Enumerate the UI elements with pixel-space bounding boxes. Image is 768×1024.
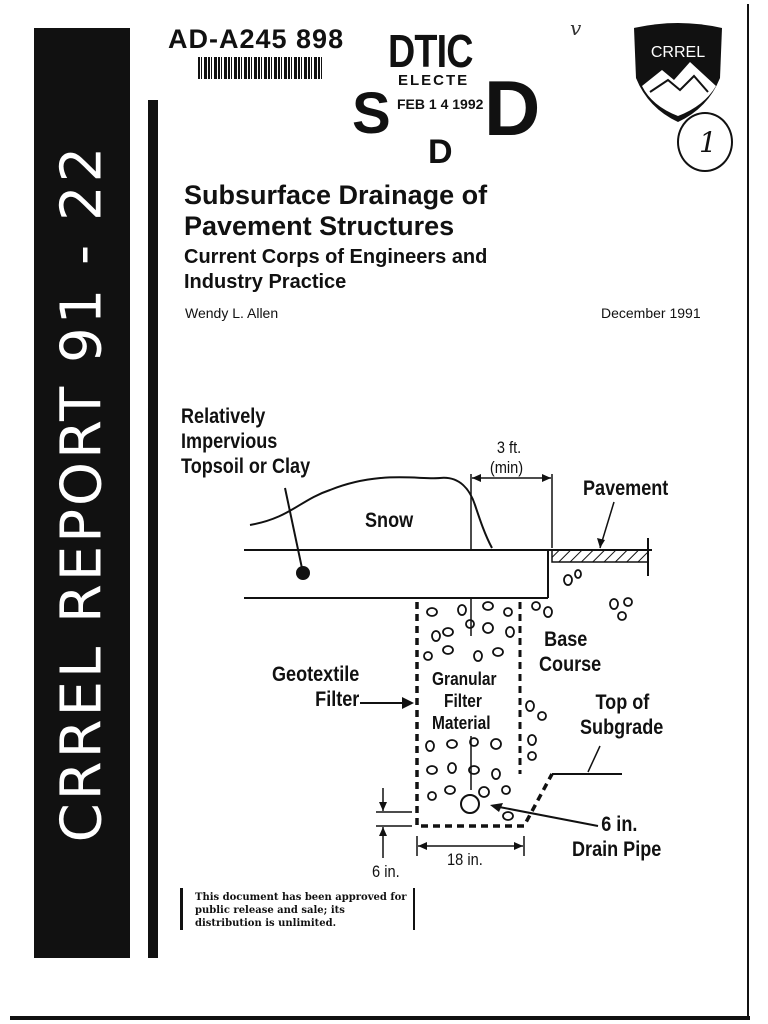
handwritten-number: 1: [699, 126, 717, 159]
label-subgrade-line-1: Top of: [595, 691, 650, 714]
label-base-course-line-2: Course: [539, 653, 602, 676]
label-granular-line-2: Filter: [444, 691, 482, 711]
label-pavement: Pavement: [583, 477, 669, 500]
dim-3ft-arrows: [472, 474, 551, 482]
geotextile-filter-outline: [415, 602, 554, 828]
label-topsoil-line-2: Impervious: [181, 430, 278, 453]
dtic-stamp-electe: ELECTE: [398, 72, 470, 89]
dim-6in-arrows: [379, 802, 387, 836]
barcode: [198, 57, 324, 79]
report-spine-band: [34, 28, 130, 958]
drain-pipe-leader-line: [493, 805, 599, 827]
ad-number: AD-A245 898: [168, 24, 345, 54]
label-geotextile-line-2: Filter: [315, 688, 360, 711]
label-granular-line-1: Granular: [432, 669, 497, 689]
label-drain-pipe: 6 in. Drain Pipe: [572, 812, 661, 862]
logo-text: CRREL: [651, 44, 705, 61]
label-granular-line-3: Material: [432, 713, 491, 733]
label-dim-18in: 18 in.: [447, 850, 483, 869]
pavement-leader-arrow: [597, 538, 605, 548]
label-base-course-line-1: Base: [544, 628, 588, 651]
label-base-course: Base Course: [539, 627, 601, 677]
dtic-stamp-title: DTIC: [388, 25, 474, 77]
geotextile-leader-arrow: [402, 697, 414, 709]
label-subgrade-line-2: Subgrade: [580, 716, 664, 739]
dtic-stamp-letter-d-small: D: [428, 133, 453, 171]
handwritten-circled-number: 1: [677, 112, 733, 172]
page-border-right: [747, 4, 749, 1016]
label-drain-pipe-name: Drain Pipe: [572, 838, 662, 861]
topsoil-leader-line: [284, 487, 304, 574]
handwritten-initials: v: [570, 16, 582, 40]
label-topsoil-line-1: Relatively: [181, 405, 266, 428]
dtic-stamp-letter-d: D: [484, 64, 541, 152]
label-geotextile-line-1: Geotextile: [272, 663, 360, 686]
topsoil-leader-dot: [296, 566, 310, 580]
subtitle-line-1: Current Corps of Engineers and: [184, 246, 488, 268]
dtic-stamp-letter-s: S: [352, 81, 391, 146]
pavement-layer: [551, 549, 649, 563]
label-dim-3ft: 3 ft. (min): [490, 438, 523, 478]
page-border-bottom: [10, 1016, 750, 1020]
author: Wendy L. Allen: [185, 305, 279, 321]
label-topsoil-line-3: Topsoil or Clay: [181, 455, 311, 478]
label-dim-6in: 6 in.: [372, 862, 400, 881]
label-granular-filter: Granular Filter Material: [432, 668, 497, 734]
label-geotextile: Geotextile Filter: [272, 662, 359, 712]
report-title: Subsurface Drainage of Pavement Structur…: [184, 180, 487, 242]
spine-rule: [148, 100, 158, 958]
label-dim-3ft-min: (min): [489, 458, 524, 477]
gravel-particles: [423, 569, 633, 821]
title-line-1: Subsurface Drainage of: [184, 180, 488, 210]
label-drain-pipe-size: 6 in.: [601, 813, 638, 836]
snow-mound-outline: [249, 476, 493, 549]
label-dim-3ft-value: 3 ft.: [496, 438, 522, 457]
label-top-of-subgrade: Top of Subgrade: [580, 690, 663, 740]
crrel-shield-logo: CRREL: [634, 23, 722, 122]
drain-pipe-leader-arrow: [490, 803, 503, 812]
label-snow: Snow: [365, 509, 414, 532]
distribution-release-stamp: This document has been approved for publ…: [180, 888, 415, 930]
dtic-stamp-date: FEB 1 4 1992: [397, 96, 484, 112]
subgrade-leader-line: [587, 745, 601, 773]
drain-pipe-circle: [460, 794, 480, 814]
release-stamp-text: This document has been approved for publ…: [195, 892, 407, 929]
publication-date: December 1991: [601, 305, 701, 321]
report-subtitle: Current Corps of Engineers and Industry …: [184, 245, 487, 295]
title-line-2: Pavement Structures: [184, 211, 455, 241]
label-topsoil: Relatively Impervious Topsoil or Clay: [181, 404, 310, 479]
subtitle-line-2: Industry Practice: [184, 271, 347, 293]
